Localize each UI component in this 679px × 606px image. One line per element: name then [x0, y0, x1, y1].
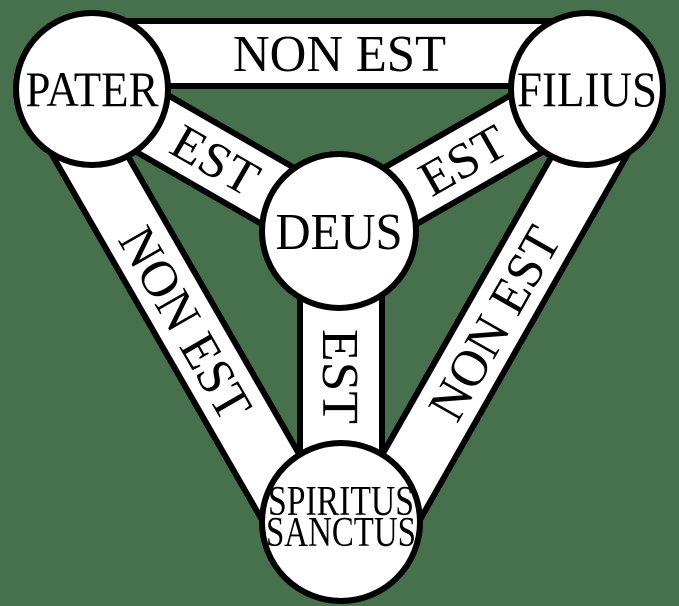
est-center-group: EST [311, 329, 368, 424]
deus-circle [259, 151, 419, 311]
non-est-label-top: NON EST [233, 26, 446, 83]
spiritus-circle [259, 440, 423, 604]
est-label-center: EST [311, 329, 368, 424]
band-pater-filius [89, 18, 590, 89]
spiritus-label-line1: SPIRITUS [268, 479, 414, 525]
spiritus-label-line2: SANCTUS [266, 510, 416, 556]
pater-circle [13, 10, 171, 168]
deus-label: DEUS [276, 204, 403, 261]
filius-label: FILIUS [517, 61, 657, 117]
pater-label: PATER [26, 61, 160, 117]
filius-circle [508, 10, 666, 168]
